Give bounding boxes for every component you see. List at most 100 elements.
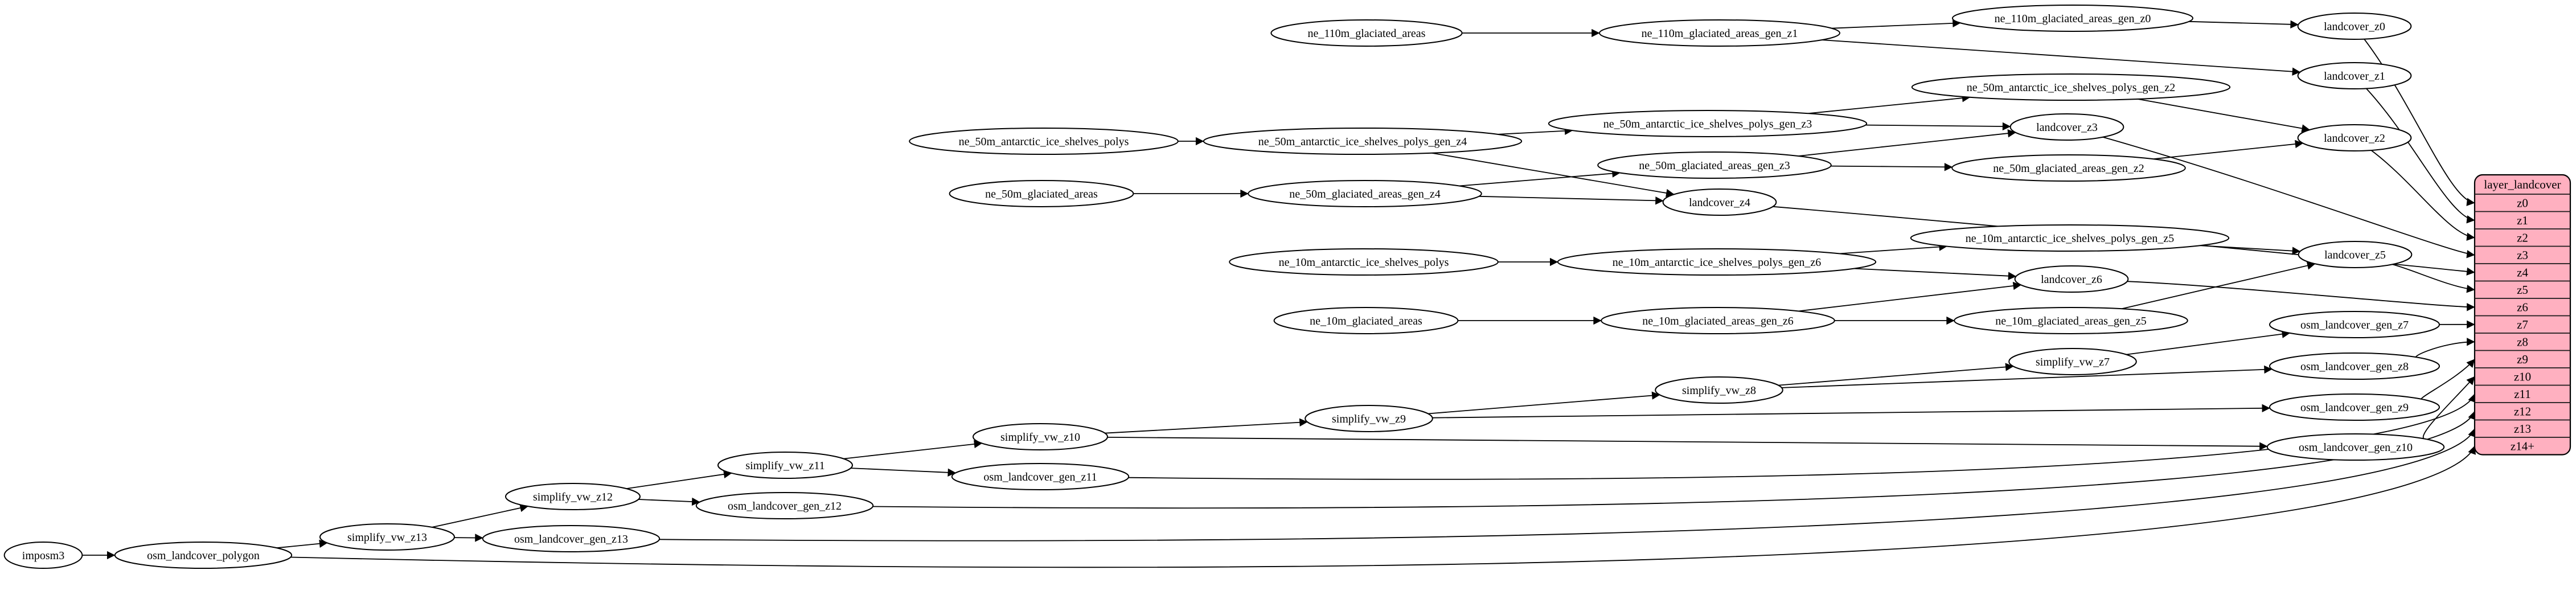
node-label: ne_50m_glaciated_areas_gen_z3	[1639, 159, 1790, 172]
layer-row-z1: z1	[2517, 214, 2528, 227]
node-ellipse	[1655, 376, 1783, 404]
node-simplify_vw_z12: simplify_vw_z12	[505, 483, 641, 510]
node-ellipse	[2298, 241, 2413, 268]
edge-simplify_vw_z12-to-simplify_vw_z11	[626, 470, 732, 489]
layer-row-label: z10	[2514, 370, 2531, 383]
layer-row-z3: z3	[2517, 248, 2528, 262]
node-label: osm_landcover_gen_z9	[2300, 401, 2409, 414]
node-label: ne_50m_antarctic_ice_shelves_polys_gen_z…	[1258, 136, 1467, 148]
layer-row-z7: z7	[2517, 318, 2528, 331]
edge-landcover_z3-to-z3	[2102, 136, 2475, 259]
node-label: landcover_z4	[1689, 196, 1750, 209]
node-label: landcover_z2	[2324, 132, 2385, 145]
layer-row-z12: z12	[2514, 404, 2531, 418]
edge-simplify_vw_z13-to-simplify_vw_z12	[432, 504, 528, 528]
node-ne_10m_glaciated_areas_gen_z6: ne_10m_glaciated_areas_gen_z6	[1601, 307, 1835, 334]
node-label: osm_landcover_polygon	[147, 550, 260, 562]
node-landcover_z2: landcover_z2	[2297, 124, 2412, 151]
node-label: osm_landcover_gen_z8	[2300, 360, 2409, 373]
node-label: ne_110m_glaciated_areas_gen_z1	[1642, 27, 1798, 40]
node-label: osm_landcover_gen_z7	[2300, 319, 2409, 331]
node-ellipse	[1557, 248, 1877, 276]
layer-row-label: z9	[2517, 352, 2528, 366]
node-ne_50m_antarctic_ice_shelves_polys_gen_z2: ne_50m_antarctic_ice_shelves_polys_gen_z…	[1911, 73, 2231, 101]
node-landcover_z0: landcover_z0	[2297, 13, 2412, 40]
node-label: ne_10m_antarctic_ice_shelves_polys_gen_z…	[1966, 232, 2175, 245]
node-ellipse	[2297, 62, 2412, 89]
layer-row-label: z13	[2514, 422, 2531, 436]
edge-landcover_z1-to-z1	[2366, 88, 2475, 224]
edge-simplify_vw_z9-to-simplify_vw_z8	[1428, 391, 1660, 415]
node-label: ne_110m_glaciated_areas_gen_z0	[1995, 13, 2151, 25]
layer-row-z9: z9	[2517, 352, 2528, 366]
edge-osm_landcover_gen_z12-to-z12	[872, 411, 2476, 509]
node-ellipse	[2269, 311, 2440, 338]
node-ne_110m_glaciated_areas_gen_z1: ne_110m_glaciated_areas_gen_z1	[1599, 19, 1840, 47]
node-osm_landcover_gen_z10: osm_landcover_gen_z10	[2266, 433, 2445, 461]
node-label: ne_50m_antarctic_ice_shelves_polys_gen_z…	[1967, 81, 2176, 94]
node-ne_50m_antarctic_ice_shelves_polys: ne_50m_antarctic_ice_shelves_polys	[909, 128, 1179, 155]
node-label: ne_50m_antarctic_ice_shelves_polys	[959, 136, 1129, 148]
node-simplify_vw_z13: simplify_vw_z13	[319, 523, 455, 551]
node-label: landcover_z3	[2036, 121, 2098, 134]
node-ellipse	[1910, 224, 2230, 252]
edge-simplify_vw_z12-to-osm_landcover_gen_z12	[638, 497, 700, 506]
edge-ne_50m_glaciated_areas_gen_z3-to-landcover_z3	[1798, 129, 2016, 157]
edge-ne_50m_glaciated_areas_gen_z3-to-ne_50m_glaciated_areas_gen_z2	[1831, 163, 1953, 171]
node-label: ne_10m_antarctic_ice_shelves_polys_gen_z…	[1613, 256, 1822, 269]
node-label: landcover_z5	[2324, 249, 2386, 261]
layer-row-z11: z11	[2514, 387, 2531, 401]
node-ellipse	[3, 542, 83, 569]
node-ne_50m_glaciated_areas_gen_z3: ne_50m_glaciated_areas_gen_z3	[1597, 151, 1832, 179]
node-label: osm_landcover_gen_z10	[2299, 441, 2413, 454]
node-ne_50m_glaciated_areas_gen_z2: ne_50m_glaciated_areas_gen_z2	[1951, 154, 2186, 182]
layer-row-label: z7	[2517, 318, 2528, 331]
node-label: ne_10m_glaciated_areas	[1310, 315, 1422, 327]
node-label: simplify_vw_z10	[1000, 431, 1080, 444]
edge-osm_landcover_polygon-to-z14+	[290, 445, 2476, 568]
node-label: ne_50m_glaciated_areas_gen_z4	[1289, 188, 1440, 200]
node-label: ne_10m_glaciated_areas_gen_z5	[1995, 315, 2146, 327]
node-landcover_z4: landcover_z4	[1662, 188, 1777, 216]
node-ellipse	[2008, 348, 2137, 375]
node-ellipse	[1952, 5, 2193, 32]
edge-osm_landcover_gen_z8-to-z8	[2415, 338, 2475, 359]
edge-simplify_vw_z11-to-simplify_vw_z10	[843, 440, 983, 460]
node-landcover_z3: landcover_z3	[2009, 113, 2124, 141]
edge-ne_10m_antarctic_ice_shelves_polys_gen_z6-to-landcover_z6	[1853, 268, 2017, 280]
edge-ne_10m_glaciated_areas_gen_z6-to-landcover_z6	[1798, 281, 2021, 312]
edge-ne_50m_antarctic_ice_shelves_polys_gen_z4-to-landcover_z4	[1431, 152, 1675, 198]
node-label: ne_50m_antarctic_ice_shelves_polys_gen_z…	[1603, 118, 1812, 130]
node-label: osm_landcover_gen_z11	[983, 471, 1097, 483]
layer-row-label: z8	[2517, 335, 2528, 348]
edge-landcover_z6-to-z6	[2127, 281, 2475, 311]
node-label: ne_110m_glaciated_areas	[1308, 27, 1426, 40]
node-ne_50m_glaciated_areas_gen_z4: ne_50m_glaciated_areas_gen_z4	[1248, 180, 1482, 207]
node-ellipse	[717, 452, 853, 479]
layer-row-label: z1	[2517, 214, 2528, 227]
node-ellipse	[2266, 433, 2445, 461]
node-ellipse	[1954, 307, 2188, 334]
layer-row-label: z11	[2514, 387, 2531, 401]
node-simplify_vw_z7: simplify_vw_z7	[2008, 348, 2137, 375]
node-imposm3: imposm3	[3, 542, 83, 569]
edge-simplify_vw_z10-to-osm_landcover_gen_z10	[1107, 437, 2268, 450]
node-label: imposm3	[22, 550, 64, 562]
node-ne_50m_antarctic_ice_shelves_polys_gen_z3: ne_50m_antarctic_ice_shelves_polys_gen_z…	[1548, 110, 1868, 137]
node-ellipse	[1951, 154, 2186, 182]
node-ne_10m_glaciated_areas_gen_z5: ne_10m_glaciated_areas_gen_z5	[1954, 307, 2188, 334]
node-label: osm_landcover_gen_z12	[728, 500, 842, 512]
layer-row-label: z6	[2517, 300, 2528, 314]
edge-ne_10m_antarctic_ice_shelves_polys_gen_z6-to-ne_10m_antarctic_ice_shelves_polys_gen_z5	[1839, 243, 1947, 255]
node-osm_landcover_gen_z12: osm_landcover_gen_z12	[695, 492, 874, 519]
node-label: simplify_vw_z9	[1332, 413, 1406, 425]
layer-row-label: z12	[2514, 404, 2531, 418]
node-ellipse	[1248, 180, 1482, 207]
layer-row-z2: z2	[2517, 231, 2528, 244]
layer-row-label: z5	[2517, 283, 2528, 297]
node-ne_10m_antarctic_ice_shelves_polys_gen_z6: ne_10m_antarctic_ice_shelves_polys_gen_z…	[1557, 248, 1877, 276]
node-ellipse	[114, 542, 293, 569]
node-ellipse	[505, 483, 641, 510]
layer-row-z10: z10	[2514, 370, 2531, 383]
edge-simplify_vw_z7-to-osm_landcover_gen_z7	[2126, 330, 2291, 355]
